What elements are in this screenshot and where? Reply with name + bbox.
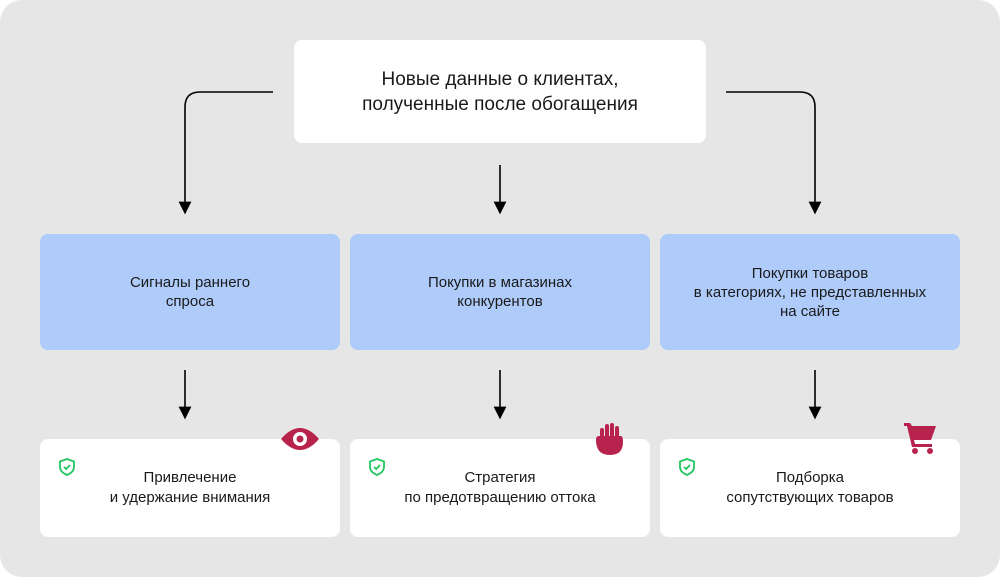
shield-check-icon: [59, 458, 75, 476]
source-line: Новые данные о клиентах,: [381, 68, 619, 90]
hand-icon: [596, 423, 623, 455]
result-line: Привлечение: [143, 469, 237, 486]
signal-line: спроса: [165, 293, 215, 310]
shield-check-icon: [369, 458, 385, 476]
eye-icon: [281, 428, 319, 450]
result-line: сопутствующих товаров: [726, 489, 894, 506]
result-line: и удержание внимания: [109, 489, 271, 506]
result-line: Стратегия: [464, 469, 536, 486]
signal-line: Покупки товаров: [751, 264, 869, 282]
signal-line: Покупки в магазинах: [427, 274, 573, 291]
signal-line: конкурентов: [457, 293, 543, 310]
source-line: полученные после обогащения: [362, 93, 638, 115]
shield-check-icon: [679, 458, 695, 476]
signal-box: Покупки в магазинах конкурентов: [350, 234, 650, 350]
source-box: Новые данные о клиентах, полученные после…: [294, 40, 706, 143]
result-box: Привлечение и удержание внимания: [40, 439, 340, 537]
signal-line: в категориях, не представленных: [693, 283, 927, 301]
signal-line: Сигналы раннего: [129, 274, 251, 291]
signal-line: на сайте: [779, 302, 841, 320]
result-box: Подборка сопутствующих товаров: [660, 439, 960, 537]
result-line: по предотвращению оттока: [404, 489, 596, 506]
cart-icon: [904, 423, 936, 454]
result-line: Подборка: [775, 469, 845, 486]
signal-box: Сигналы раннего спроса: [40, 234, 340, 350]
result-box: Стратегия по предотвращению оттока: [350, 439, 650, 537]
